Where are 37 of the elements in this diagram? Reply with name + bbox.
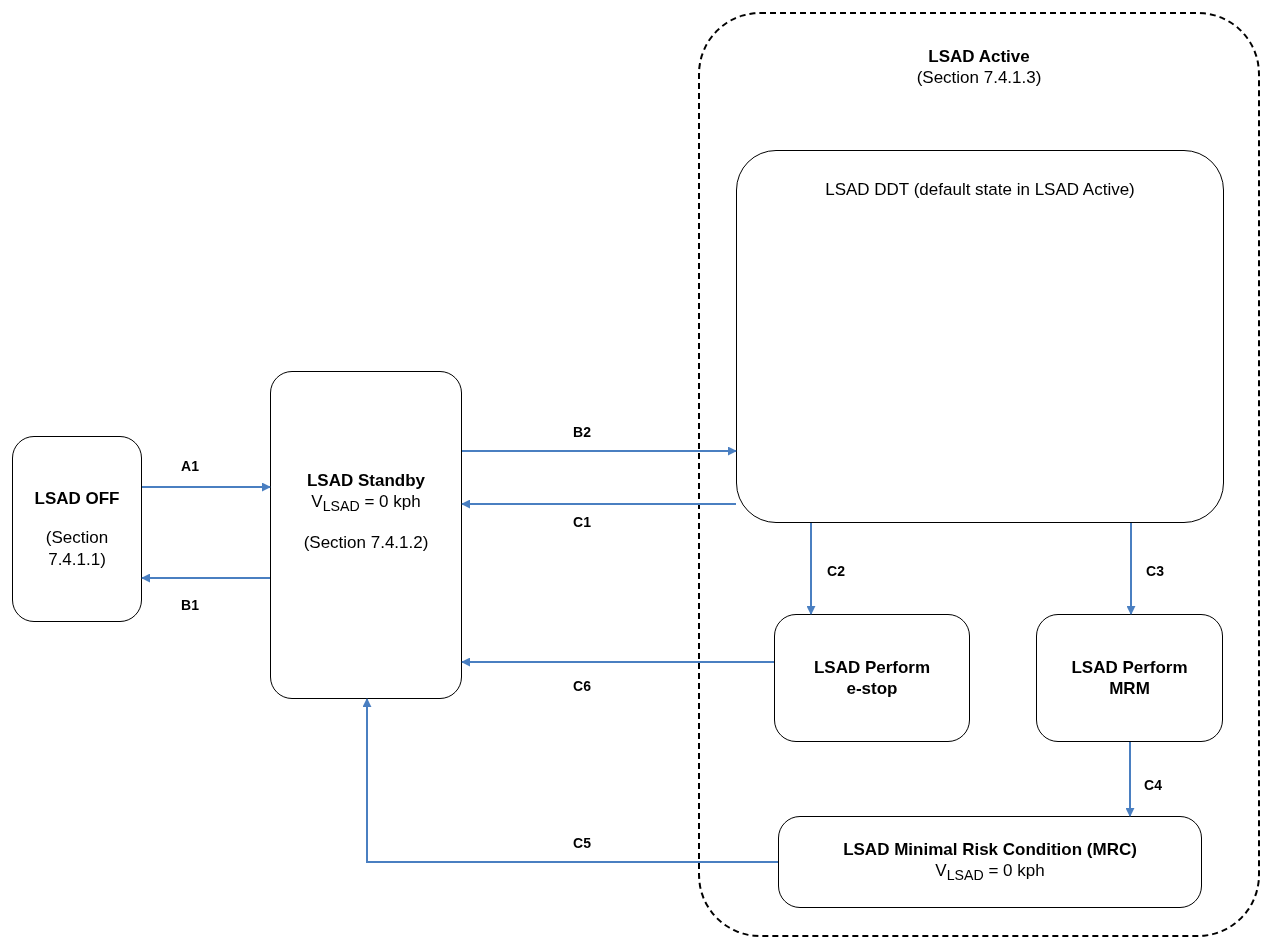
state-title: LSAD Standby (306, 470, 426, 492)
edge-label: C1 (571, 514, 593, 530)
arrow (461, 499, 737, 509)
edge-label: C2 (825, 563, 847, 579)
state-title: LSAD OFF (34, 488, 120, 510)
arrow (806, 522, 816, 615)
state-title: LSAD Active (928, 46, 1030, 68)
state-title: LSAD Perform MRM (1070, 656, 1189, 700)
state-box (12, 436, 142, 622)
state-title: LSAD DDT (default state in LSAD Active) (825, 179, 1135, 201)
state-text: (Section 7.4.1.2) (303, 532, 429, 554)
edge-label: C6 (571, 678, 593, 694)
edge-label: C5 (571, 835, 593, 851)
state-group (698, 12, 1260, 937)
edge-label: B1 (179, 597, 201, 613)
state-text: V$_{LSAD}$ = 0 kph (311, 491, 421, 517)
state-box (270, 371, 462, 699)
arrow (461, 657, 775, 667)
state-box (778, 816, 1202, 908)
edge-label: C3 (1144, 563, 1166, 579)
state-text: (Section 7.4.1.3) (916, 67, 1042, 89)
arrow (1125, 741, 1135, 817)
state-box (1036, 614, 1223, 742)
arrow (141, 573, 271, 583)
state-title: LSAD Perform e-stop (812, 656, 932, 700)
edge-label: C4 (1142, 777, 1164, 793)
arrow (461, 446, 737, 456)
state-text: (Section 7.4.1.1) (44, 527, 110, 570)
arrow (141, 482, 271, 492)
arrow (362, 698, 779, 863)
state-text: V$_{LSAD}$ = 0 kph (935, 860, 1045, 886)
edge-label: A1 (179, 458, 201, 474)
state-title: LSAD Minimal Risk Condition (MRC) (843, 838, 1137, 861)
arrow (1126, 522, 1136, 615)
edge-label: B2 (571, 424, 593, 440)
state-box (774, 614, 970, 742)
state-box (736, 150, 1224, 523)
